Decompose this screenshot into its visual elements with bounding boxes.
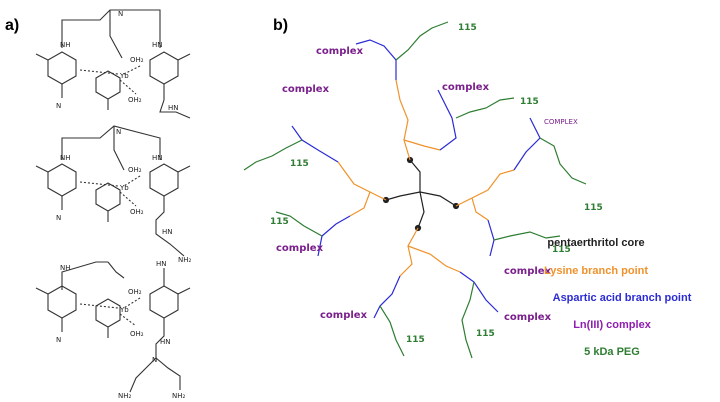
complex-label-6: complex [320,310,368,321]
legend: pentaerthritol core Lysine branch point … [544,237,692,358]
peg-n-5: 115 [270,217,289,227]
mol3-hn-chain: HN [160,338,171,346]
complex-labels: complex complex complex COMPLEX complex … [276,46,578,323]
mol1-hn-right: HN [152,41,163,49]
peg-chains [243,21,587,359]
yb-complex-3 [35,261,191,393]
panel-label-b: b) [273,17,288,34]
mol3-hn-right: HN [156,260,167,268]
mol3-nh2-left: NH₂ [118,392,132,400]
peg-n-7: 115 [406,335,425,345]
peg-n-2: 115 [520,97,539,107]
mol2-hn-right: HN [152,154,163,162]
legend-peg: 5 kDa PEG [584,346,640,358]
mol3-nh2-right: NH₂ [172,392,186,400]
mol2-oh2-top: OH₂ [128,166,142,174]
complex-label-5: complex [504,266,552,277]
peg-n-1: 115 [458,23,477,33]
peg-n-6: 115 [290,159,309,169]
mol3-yb: Yb [119,306,129,314]
mol3-n-branch: N [152,356,157,364]
mol1-oh2-top: OH₂ [130,56,144,64]
mol2-nh-left: NH [60,154,71,162]
complex-label-3: complex [442,82,490,93]
complex-label-caps: COMPLEX [544,118,578,126]
mol2-n-bridge: N [116,128,121,136]
complex-label-7: complex [504,312,552,323]
legend-lysine: Lysine branch point [544,265,648,277]
mol3-nh-left: NH [60,264,71,272]
aspartic-branches [291,39,541,319]
lysine-branches [337,79,515,277]
legend-core: pentaerthritol core [547,237,644,249]
peg-n-3: 115 [584,203,603,213]
mol1-yb: Yb [119,72,129,80]
peg-n-4: 115 [552,245,571,255]
panel-b-dendrimer [243,21,587,359]
mol2-n-ring: N [56,214,61,222]
complex-label-2: complex [282,84,330,95]
legend-aspartic: Aspartic acid branch point [553,292,692,304]
complex-label-4: complex [276,243,324,254]
mol2-hn-chain: HN [162,228,173,236]
panel-a-structures: NH HN N Yb OH₂ OH₂ N HN NH HN N Yb OH₂ O… [35,9,192,400]
mol3-oh2-bottom: OH₂ [130,330,144,338]
mol1-n-ring: N [56,102,61,110]
peg-subscripts: 115 115 115 115 115 115 115 115 [270,23,603,345]
mol3-n-ring: N [56,336,61,344]
peg-n-8: 115 [476,329,495,339]
mol3-oh2-top: OH₂ [128,288,142,296]
legend-ln-complex: Ln(III) complex [573,319,652,331]
mol1-hn-amide: HN [168,104,179,112]
mol1-oh2-bottom: OH₂ [128,96,142,104]
pentaerythritol-core [382,156,460,232]
mol2-nh2: NH₂ [178,256,192,264]
panel-label-a: a) [5,17,19,34]
yb-complex-1 [35,9,191,119]
mol1-n-bridge: N [118,10,123,18]
complex-label-1: complex [316,46,364,57]
mol1-nh-left: NH [60,41,71,49]
mol2-oh2-bottom: OH₂ [130,208,144,216]
mol2-yb: Yb [119,184,129,192]
yb-complex-2 [35,125,191,257]
